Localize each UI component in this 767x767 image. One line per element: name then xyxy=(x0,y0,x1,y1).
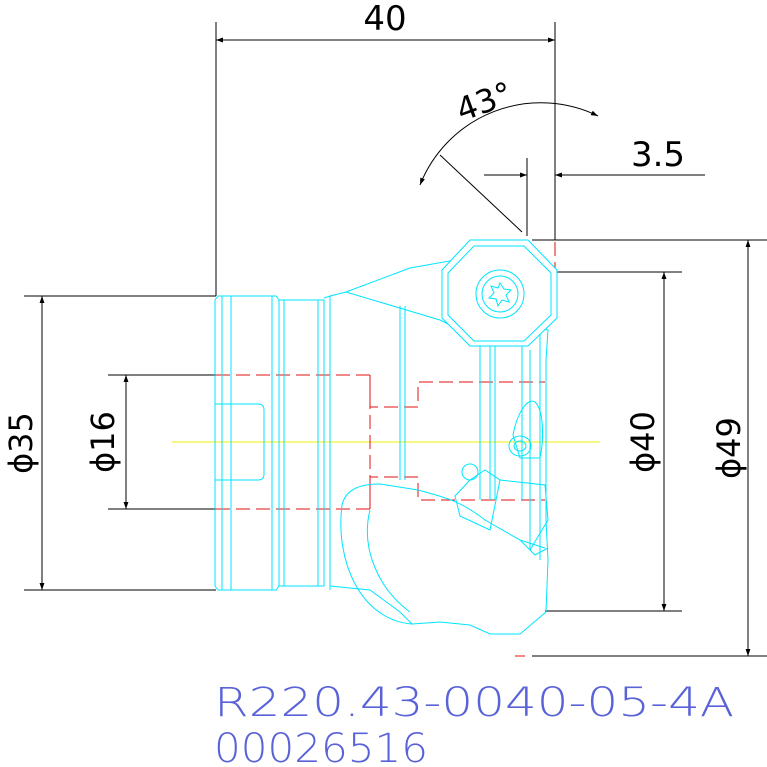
torx-socket xyxy=(487,281,513,308)
part-number: R220.43-0040-05-4A xyxy=(214,680,734,726)
max-dia-value: ϕ49 xyxy=(710,417,748,479)
shank-dia-value: ϕ35 xyxy=(2,412,40,474)
hidden-lines xyxy=(216,242,556,657)
cut-dia-value: ϕ40 xyxy=(624,411,662,473)
dimension-offset-3-5: 3.5 xyxy=(484,135,705,236)
dimension-max-49: ϕ49 xyxy=(532,239,767,657)
item-code: 00026516 xyxy=(214,726,428,767)
dimension-length-40: 40 xyxy=(215,0,556,296)
dimension-shank-35: ϕ35 xyxy=(2,295,216,591)
dimension-cut-40: ϕ40 xyxy=(545,271,682,612)
insert-screw xyxy=(475,269,525,319)
tool-body xyxy=(214,259,549,635)
offset-value: 3.5 xyxy=(631,135,685,175)
bore-dia-value: ϕ16 xyxy=(84,411,122,473)
dimension-angle-43: 43° xyxy=(419,74,599,240)
angle-value: 43° xyxy=(451,74,517,129)
length-value: 40 xyxy=(363,0,406,39)
cutting-insert xyxy=(441,239,558,347)
dimension-bore-16: ϕ16 xyxy=(84,374,216,510)
